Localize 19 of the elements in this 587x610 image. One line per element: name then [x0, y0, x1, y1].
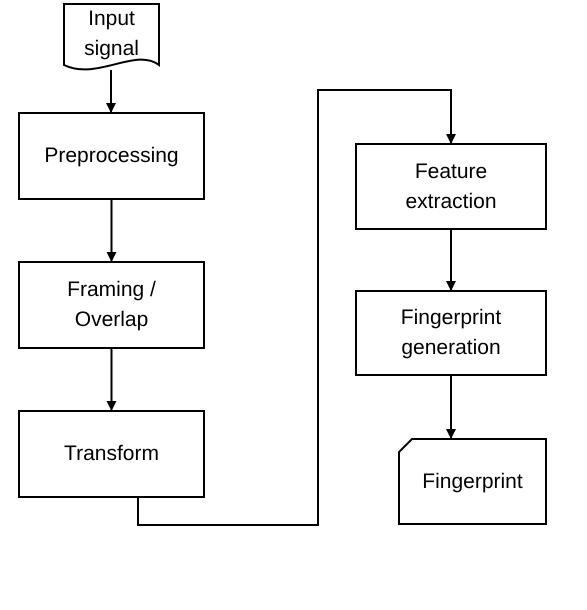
process-box — [18, 112, 205, 200]
process-box — [18, 410, 205, 498]
node-label: Framing / Overlap — [66, 277, 157, 333]
arrow — [106, 70, 116, 113]
process-box — [355, 290, 547, 376]
card-shape — [398, 438, 547, 525]
arrow — [106, 200, 116, 262]
node-label: Transform — [64, 441, 159, 467]
arrow — [446, 230, 456, 291]
node-label: Fingerprint — [422, 468, 523, 494]
node-label: Feature extraction — [404, 158, 498, 214]
process-box — [18, 261, 205, 349]
arrow — [446, 376, 456, 439]
node-label: Fingerprint generation — [400, 305, 502, 361]
arrow — [137, 89, 456, 526]
node-label: Input signal — [83, 6, 140, 62]
process-box — [355, 143, 547, 230]
node-label: Preprocessing — [44, 143, 179, 169]
arrow — [106, 349, 116, 411]
